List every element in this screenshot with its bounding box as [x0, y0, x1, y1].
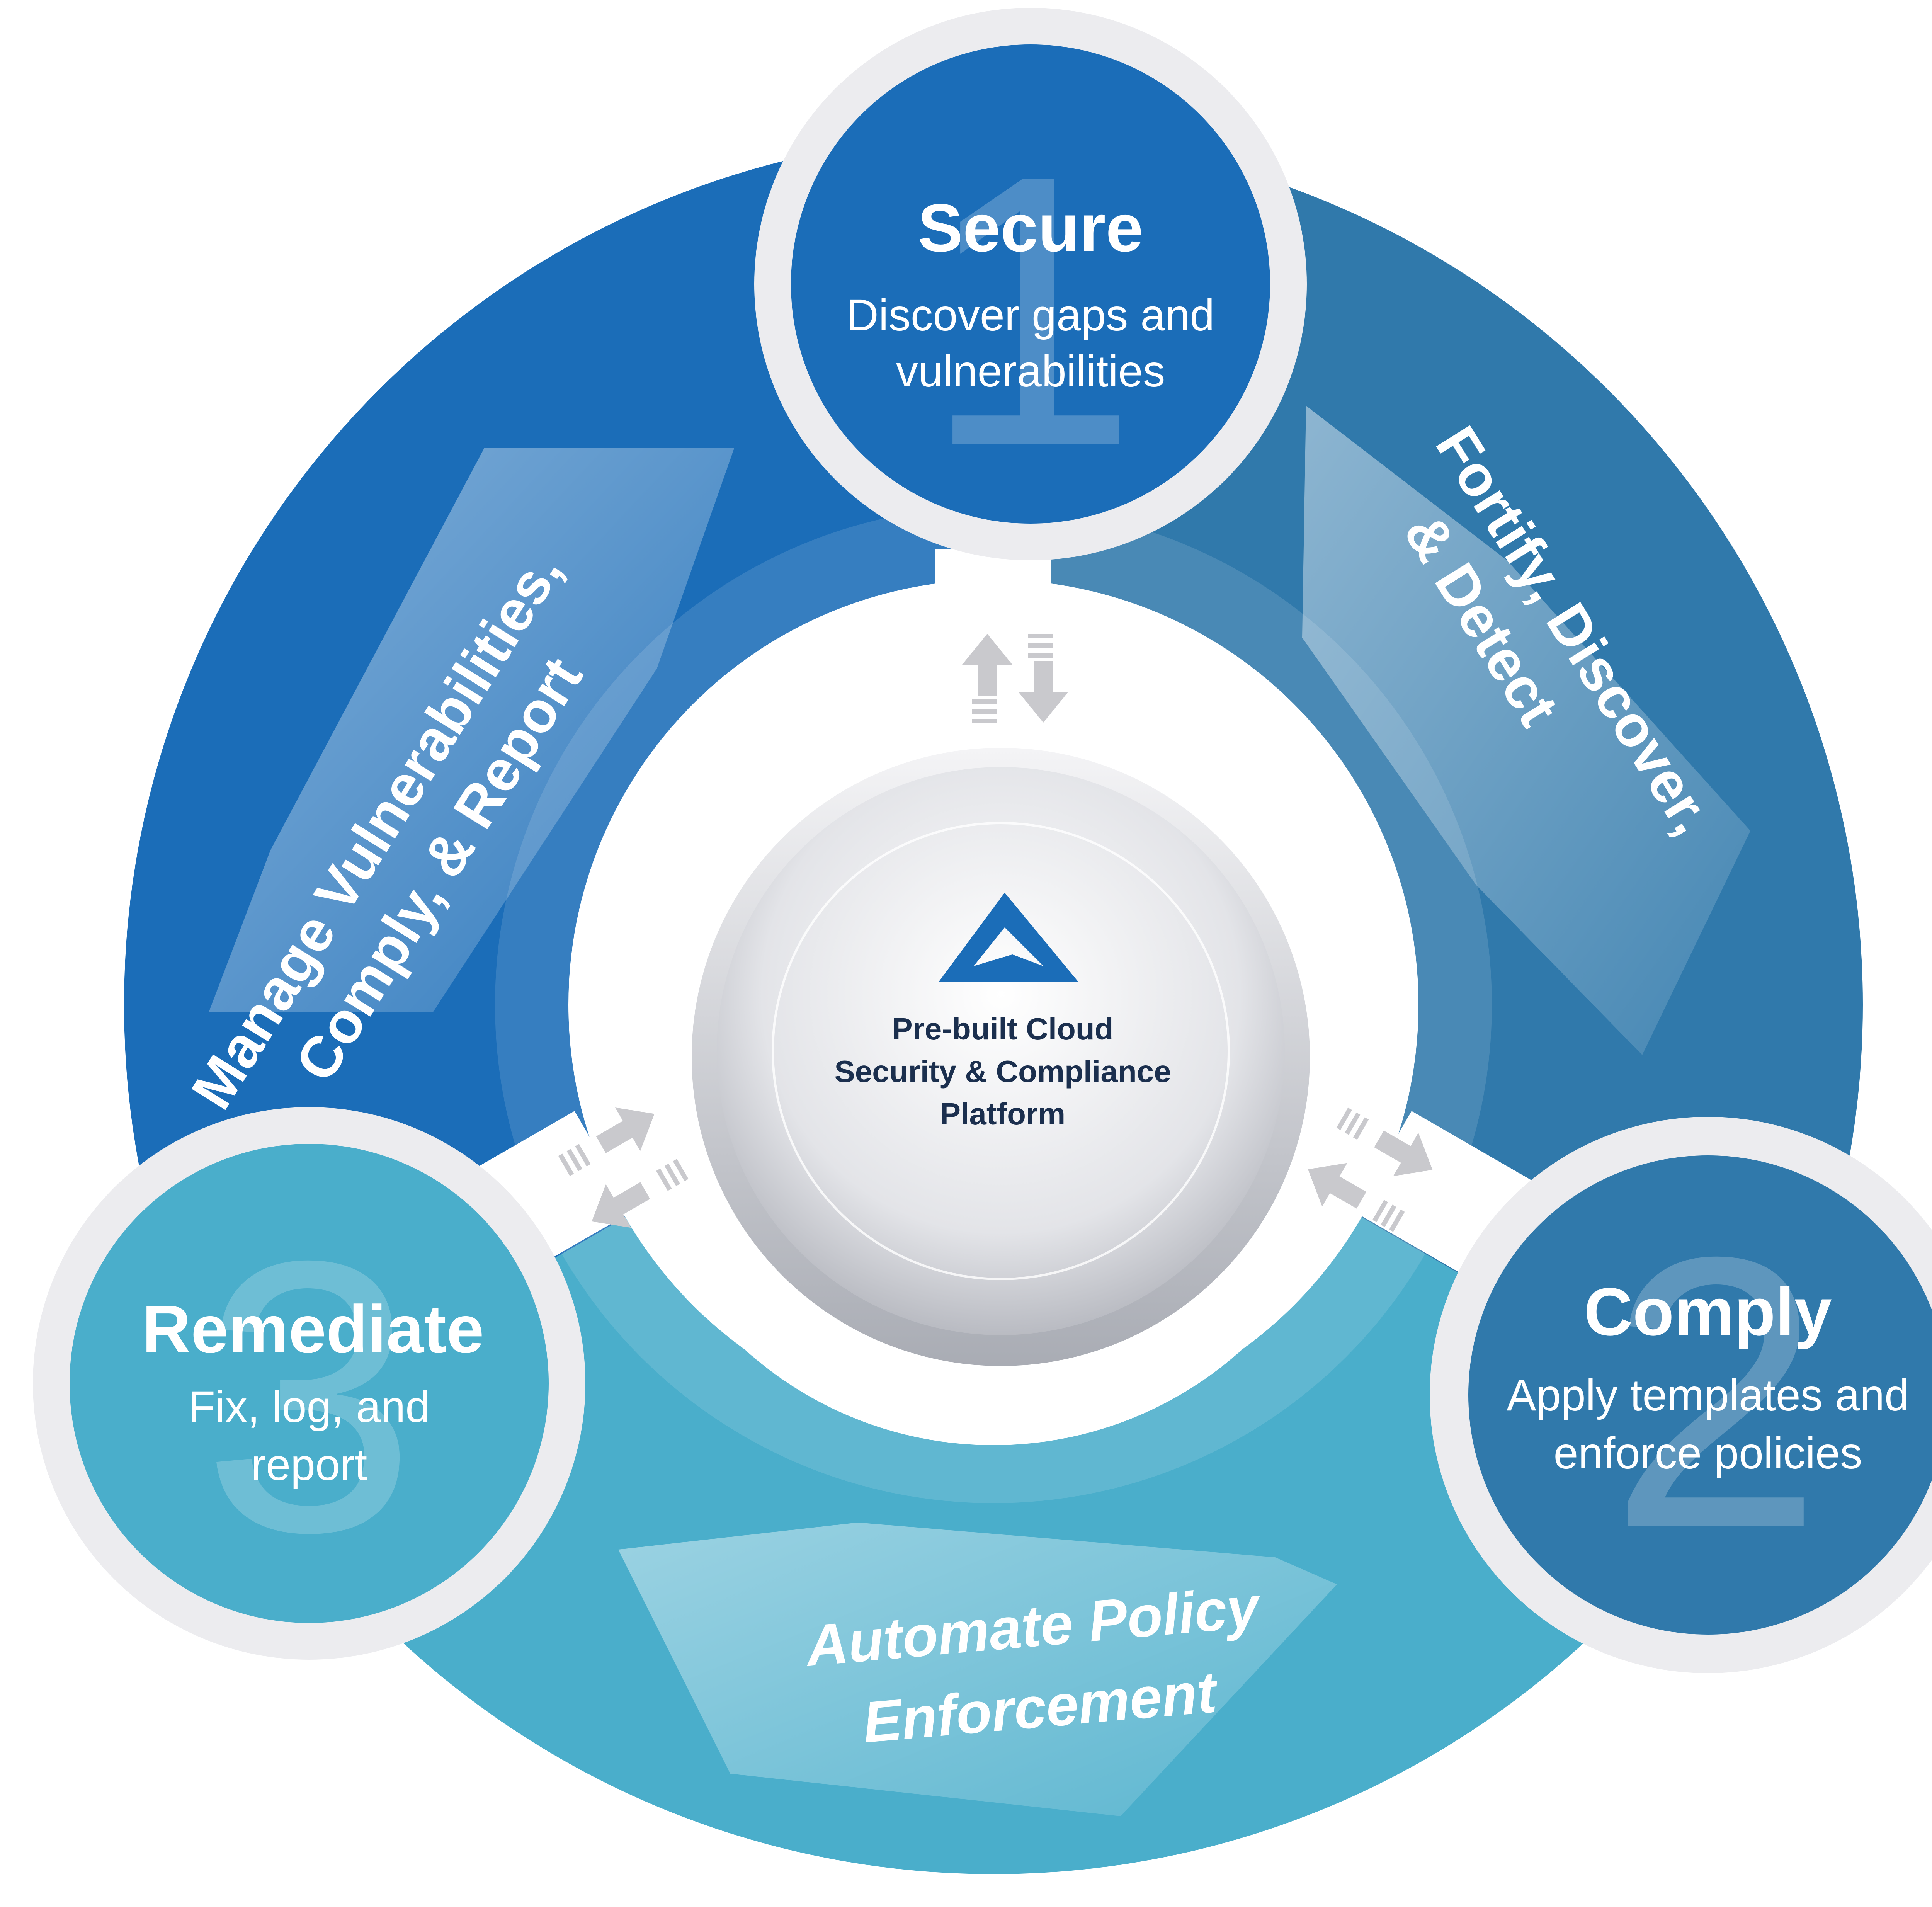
center-label-line-1: Pre-built Cloud	[892, 1012, 1113, 1046]
step-3-title: Remediate	[142, 1292, 484, 1367]
step-2-desc-line-2: enforce policies	[1553, 1429, 1862, 1478]
center-label-line-3: Platform	[940, 1097, 1066, 1131]
step-1-circle	[791, 44, 1270, 524]
arc-arrow-bottom	[618, 1523, 1337, 1816]
arc-arrow-right	[1302, 406, 1750, 1055]
step-1-node: 1 Secure Discover gaps and vulnerabiliti…	[754, 8, 1307, 560]
exchange-arrows-left	[558, 1107, 689, 1228]
step-1-desc-line-1: Discover gaps and	[847, 291, 1214, 340]
step-2-node: 2 Comply Apply templates and enforce pol…	[1430, 1117, 1932, 1673]
step-1-title: Secure	[918, 191, 1143, 266]
exchange-arrows-top	[962, 634, 1068, 723]
arc-arrow-left	[209, 448, 734, 1012]
step-2-number: 2	[1608, 1177, 1823, 1608]
center-label-line-2: Security & Compliance	[834, 1054, 1171, 1089]
step-3-number: 3	[202, 1181, 417, 1612]
step-1-number: 1	[923, 95, 1138, 526]
step-3-node: 3 Remediate Fix, log, and report	[33, 1107, 585, 1660]
step-2-title: Comply	[1584, 1274, 1832, 1350]
step-2-desc-line-1: Apply templates and	[1507, 1371, 1909, 1420]
step-2-circle	[1468, 1155, 1932, 1635]
step-3-desc-line-2: report	[251, 1440, 367, 1490]
step-3-desc-line-1: Fix, log, and	[188, 1382, 430, 1432]
triangle-logo-icon	[939, 893, 1078, 982]
step-1-desc-line-2: vulnerabilities	[896, 347, 1165, 396]
step-3-circle	[70, 1144, 549, 1623]
exchange-arrows-right	[1308, 1107, 1433, 1232]
center-hub-face	[717, 767, 1285, 1335]
center-hub-ring	[772, 822, 1230, 1280]
